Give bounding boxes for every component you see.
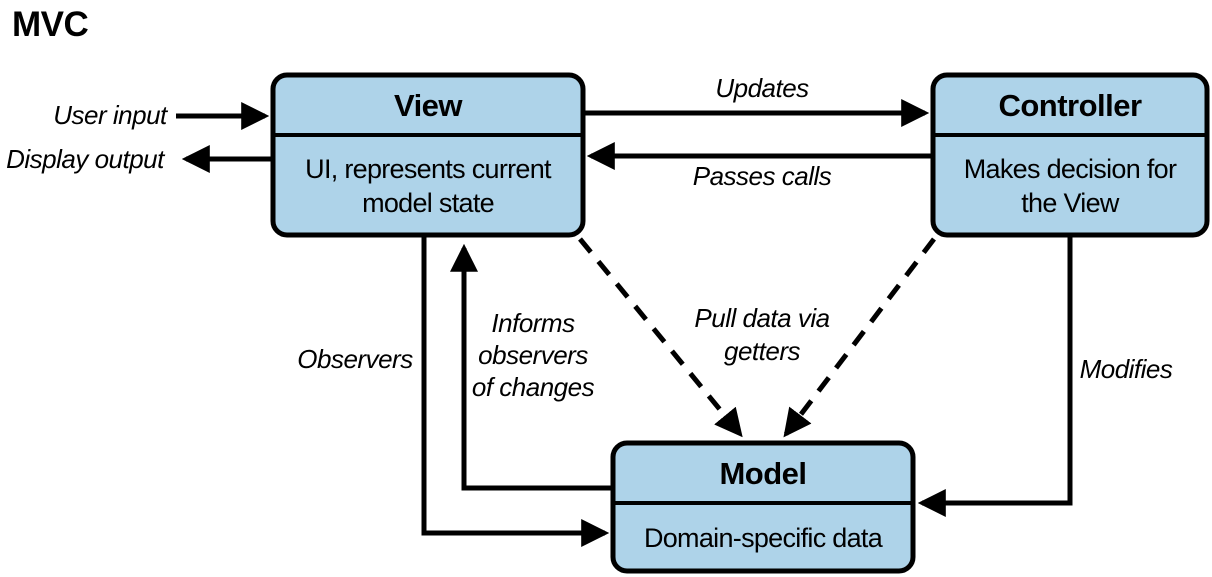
modifies-arrow bbox=[917, 236, 1073, 517]
view-node-box bbox=[270, 72, 586, 238]
view-node-body-line1: UI, represents current bbox=[305, 154, 552, 184]
model-node-body-line1: Domain-specific data bbox=[644, 523, 884, 553]
controller-node-body-line2: the View bbox=[1021, 188, 1120, 218]
display-output-label: Display output bbox=[6, 144, 166, 174]
pull-data-label-line2: getters bbox=[724, 336, 800, 366]
informs-label-line3: of changes bbox=[472, 372, 595, 402]
pull-data-arrow-from-view bbox=[578, 237, 743, 438]
controller-node-title: Controller bbox=[998, 88, 1142, 123]
observers-label: Observers bbox=[297, 344, 413, 374]
view-node: View UI, represents current model state bbox=[270, 72, 586, 238]
user-input-label: User input bbox=[53, 100, 169, 130]
informs-label-line2: observers bbox=[478, 340, 588, 370]
model-node-box bbox=[610, 440, 916, 574]
view-node-body-line2: model state bbox=[362, 188, 494, 218]
modifies-label: Modifies bbox=[1080, 354, 1173, 384]
updates-label: Updates bbox=[715, 73, 809, 103]
controller-node: Controller Makes decision for the View bbox=[930, 72, 1210, 238]
informs-label-line1: Informs bbox=[491, 308, 575, 338]
model-node: Model Domain-specific data bbox=[610, 440, 916, 574]
informs-observers-arrow bbox=[450, 243, 614, 491]
model-node-title: Model bbox=[719, 456, 806, 491]
passes-calls-label: Passes calls bbox=[693, 161, 832, 191]
pull-data-label-line1: Pull data via bbox=[694, 303, 829, 333]
controller-node-body-line1: Makes decision for bbox=[964, 154, 1177, 184]
view-node-title: View bbox=[394, 88, 463, 123]
controller-node-box bbox=[930, 72, 1210, 238]
pull-data-arrow-from-controller bbox=[783, 237, 936, 438]
diagram-title: MVC bbox=[12, 5, 89, 44]
observers-arrow bbox=[421, 236, 610, 547]
